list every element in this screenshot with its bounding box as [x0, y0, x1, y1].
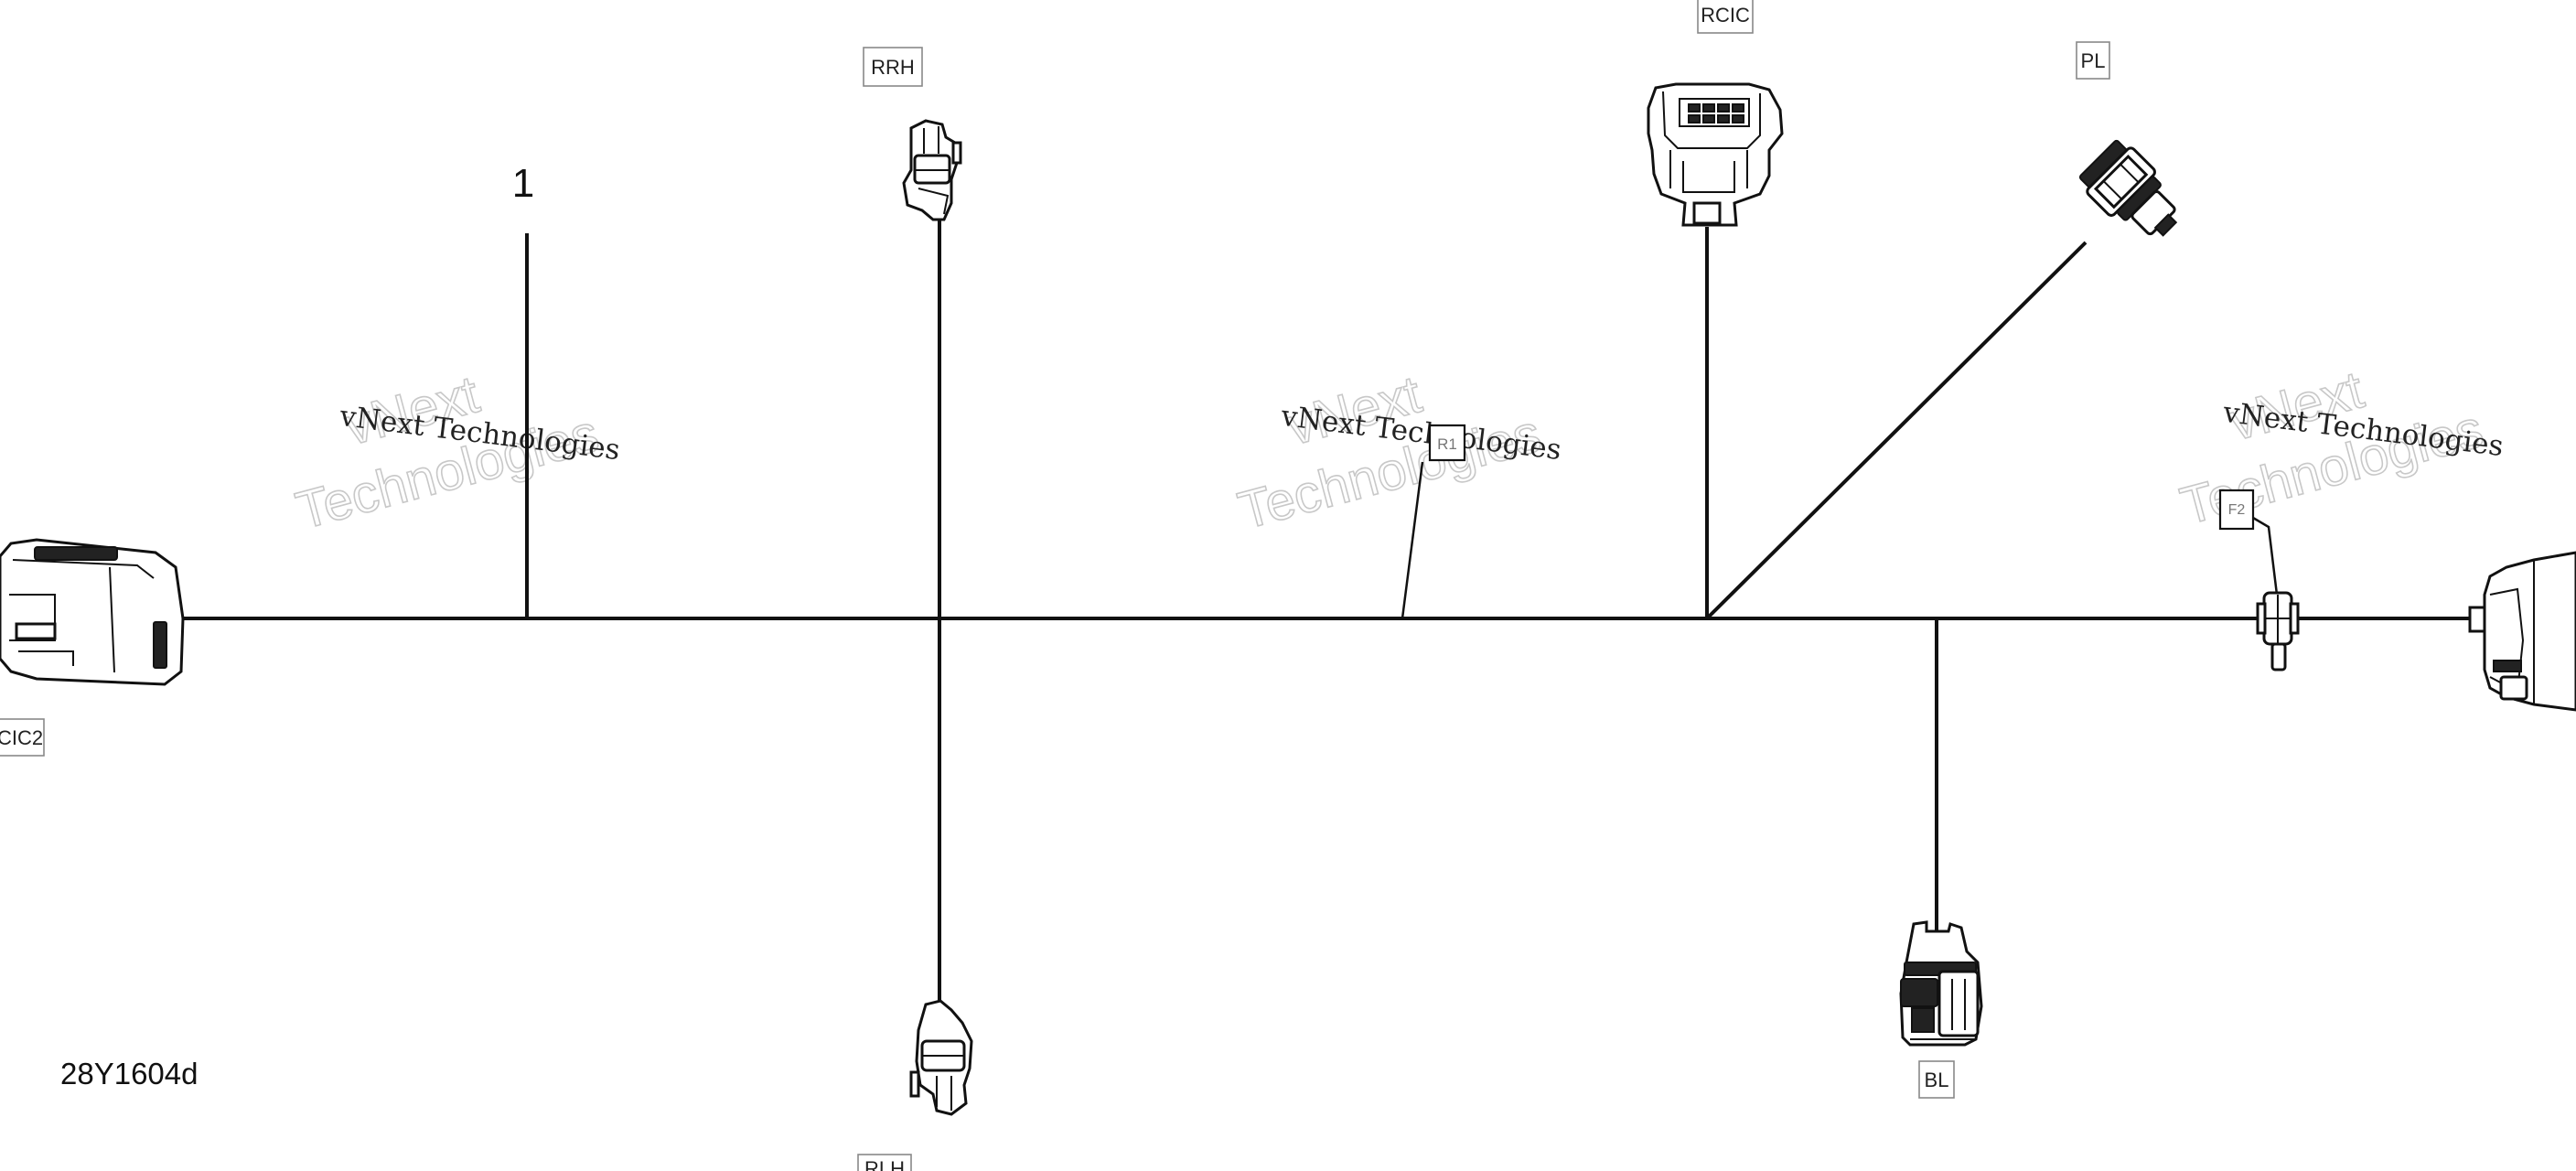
f2-branch-wire — [2252, 516, 2279, 596]
label-bl: BL — [1918, 1060, 1955, 1099]
connector-pl-icon — [2078, 139, 2178, 237]
label-pl: PL — [2076, 41, 2110, 80]
label-rlh: RLH — [857, 1154, 912, 1171]
label-cic2-text: CIC2 — [0, 726, 43, 749]
label-bl-text: BL — [1925, 1069, 1949, 1091]
drawing-code: 28Y1604d — [60, 1057, 198, 1090]
label-f2: F2 — [2218, 489, 2255, 531]
label-rcic-text: RCIC — [1701, 4, 1750, 27]
harness-wires — [183, 220, 2485, 1015]
watermark-left: vNext Technologies vNext Technologies — [289, 363, 621, 542]
label-r1: R1 — [1428, 424, 1466, 462]
callout-1-label: 1 — [512, 161, 534, 206]
connector-cic2-icon — [0, 538, 185, 686]
connector-rrh-icon — [902, 119, 962, 221]
connector-rlh-icon — [909, 999, 973, 1116]
label-rrh: RRH — [863, 47, 923, 87]
label-f2-text: F2 — [2228, 502, 2246, 518]
label-rcic: RCIC — [1697, 0, 1754, 34]
connector-bl-icon — [1899, 920, 1983, 1047]
label-rlh-text: RLH — [864, 1157, 905, 1171]
connector-f2-icon — [2256, 591, 2300, 671]
label-cic2: CIC2 — [0, 718, 45, 757]
watermark-center: vNext Technologies vNext Technologies — [1231, 363, 1562, 542]
r1-branch-wire — [1401, 461, 1424, 619]
label-pl-text: PL — [2081, 49, 2106, 72]
connector-rcic-icon — [1647, 82, 1784, 227]
connector-right-edge-icon — [2468, 551, 2576, 712]
label-rrh-text: RRH — [871, 56, 915, 79]
pl-branch-wire — [1705, 241, 2088, 620]
label-r1-text: R1 — [1437, 435, 1457, 453]
